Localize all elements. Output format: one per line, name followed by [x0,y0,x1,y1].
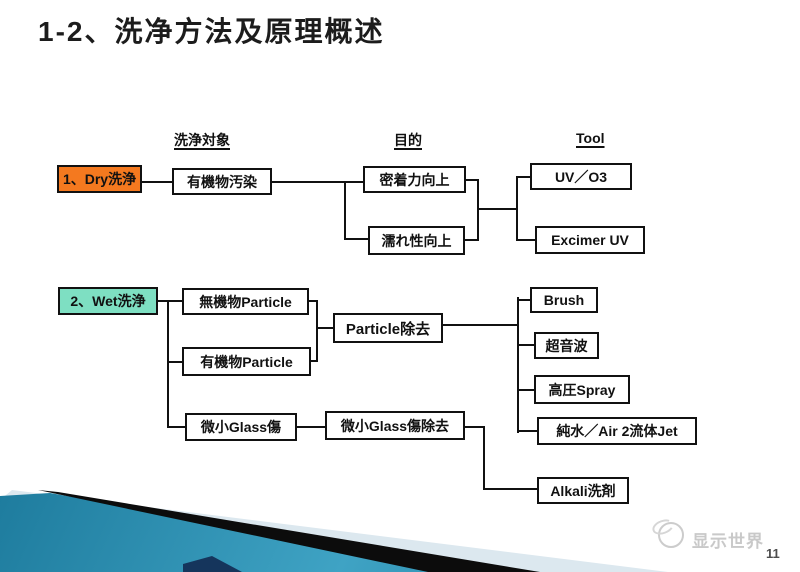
connector-line [167,361,182,363]
wet-tool-brush-box: Brush [530,287,598,313]
connector-line [517,430,537,432]
connector-line [142,181,172,183]
wet-tool-two-fluid-jet-box: 純水／Air 2流体Jet [537,417,697,445]
connector-line [477,208,517,210]
wet-target-micro-glass-box: 微小Glass傷 [185,413,297,441]
connector-line [309,300,318,302]
dry-target-organic-stain-box: 有機物汚染 [172,168,272,195]
dry-category-box: 1、Dry洗浄 [57,165,142,193]
column-header-target: 洗浄対象 [174,132,230,148]
connector-line [516,176,530,178]
dry-purpose-adhesion-box: 密着力向上 [363,166,466,193]
connector-line [316,327,333,329]
wet-target-inorganic-particle-box: 無機物Particle [182,288,309,315]
watermark-text: 显示世界 [692,532,764,551]
slide-title: 1-2、洗净方法及原理概述 [38,16,385,47]
connector-line [344,181,346,240]
connector-line [517,299,530,301]
connector-line [516,239,535,241]
connector-line [158,300,168,302]
connector-line [483,488,537,490]
wet-purpose-particle-removal-box: Particle除去 [333,313,443,343]
connector-line [483,426,485,489]
connector-line [465,426,485,428]
connector-line [297,426,325,428]
connector-line [316,300,318,362]
wet-target-organic-particle-box: 有機物Particle [182,347,311,376]
connector-line [167,426,185,428]
connector-line [465,239,478,241]
connector-line [517,297,519,433]
page-number: 11 [766,546,780,561]
connector-line [344,238,368,240]
connector-line [272,181,363,183]
wet-tool-high-pressure-spray-box: 高圧Spray [534,375,630,404]
column-header-purpose: 目的 [394,132,422,148]
connector-line [443,324,519,326]
wet-purpose-micro-glass-removal-box: 微小Glass傷除去 [325,411,465,440]
connector-line [167,300,182,302]
dry-purpose-wettability-box: 濡れ性向上 [368,226,465,255]
dry-tool-excimer-uv-box: Excimer UV [535,226,645,254]
connector-line [517,389,534,391]
display-world-logo-icon [658,522,684,548]
wet-tool-ultrasonic-box: 超音波 [534,332,599,359]
connector-line [466,179,478,181]
connector-line [477,179,479,241]
wet-tool-alkali-box: Alkali洗剤 [537,477,629,504]
connector-line [311,360,318,362]
dry-tool-uv-o3-box: UV／O3 [530,163,632,190]
connector-line [167,300,169,427]
connector-line [516,176,518,241]
connector-line [517,344,534,346]
column-header-tool: Tool [576,130,605,146]
wet-category-box: 2、Wet洗浄 [58,287,158,315]
